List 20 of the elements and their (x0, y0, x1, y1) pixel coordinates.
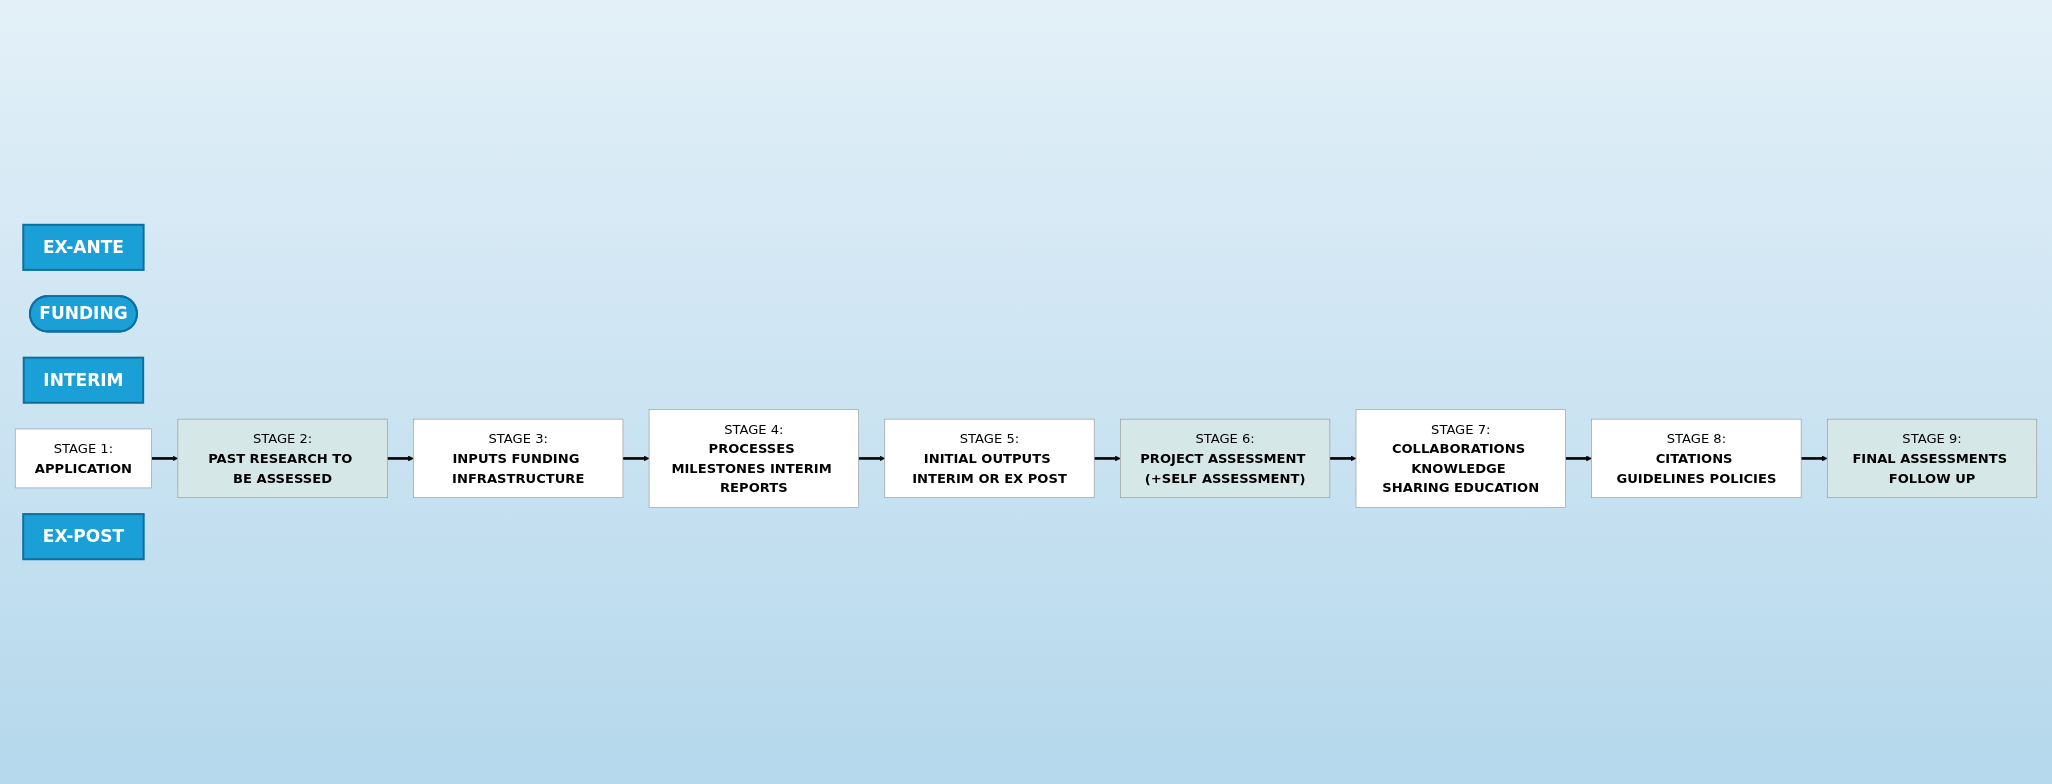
node-box: STAGE 3: INPUTS FUNDING INFRASTRUCTURE (413, 418, 624, 499)
arrow (1094, 455, 1121, 462)
node-box: STAGE 8: CITATIONS GUIDELINES POLICIES (1591, 418, 1802, 499)
node-box: STAGE 6: PROJECT ASSESSMENT (+SELF ASSESSMENT) (1120, 418, 1331, 499)
node-box: INTERIM (22, 356, 145, 404)
arrow (858, 455, 885, 462)
node-box: STAGE 7: COLLABORATIONS KNOWLEDGE SHARING EDUCATION (1355, 409, 1566, 508)
arrow (387, 455, 414, 462)
node-box: EX-ANTE (22, 223, 145, 271)
arrow (1329, 455, 1357, 462)
node-box: STAGE 1: APPLICATION (14, 428, 152, 489)
arrow (1565, 455, 1592, 462)
arrow (151, 455, 179, 462)
node-box: STAGE 9: FINAL ASSESSMENTS FOLLOW UP (1827, 418, 2038, 499)
node-box: STAGE 5: INITIAL OUTPUTS INTERIM OR EX POST (884, 418, 1095, 499)
arrow (1801, 455, 1828, 462)
node-box: EX-POST (22, 513, 145, 561)
node-box: STAGE 2: PAST RESEARCH TO BE ASSESSED (177, 418, 388, 499)
node-box: STAGE 4: PROCESSES MILESTONES INTERIM REPORTS (648, 409, 859, 508)
arrow (622, 455, 650, 462)
